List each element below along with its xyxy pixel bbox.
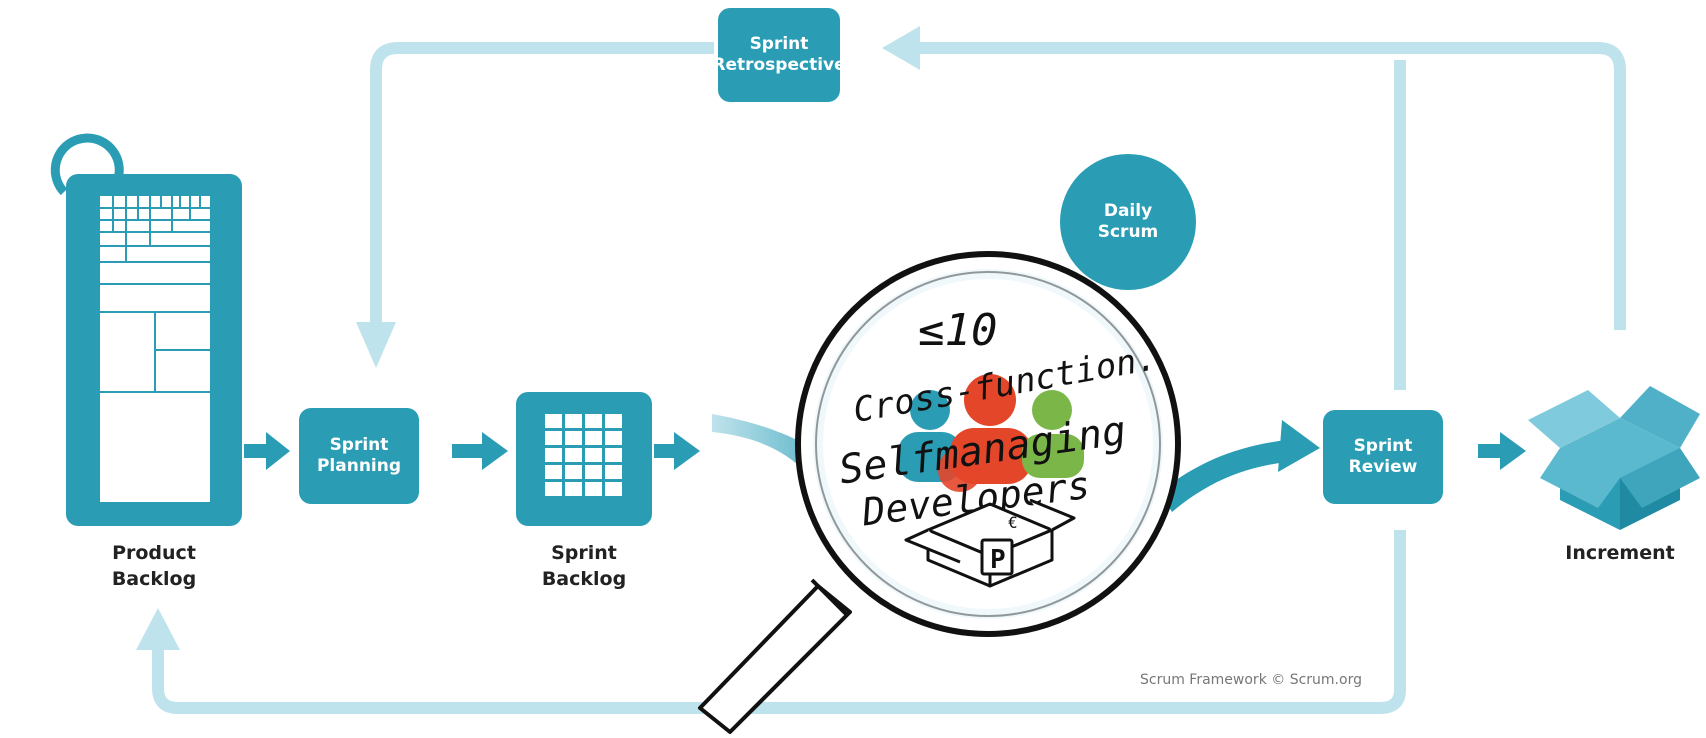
retrospective-line-2: Retrospective bbox=[712, 55, 846, 75]
copyright-credit: Scrum Framework © Scrum.org bbox=[1140, 672, 1362, 688]
increment-label: Increment bbox=[1565, 542, 1675, 564]
sprint-backlog-label: Sprint Backlog bbox=[514, 540, 654, 592]
arrow-review-to-increment bbox=[1478, 432, 1526, 470]
daily-line-1: Daily bbox=[1103, 201, 1153, 221]
lens-team-size: ≤10 bbox=[918, 305, 997, 356]
daily-line-2: Scrum bbox=[1097, 222, 1159, 242]
daily-scrum-circle bbox=[1060, 154, 1196, 290]
product-backlog-line-2: Backlog bbox=[111, 568, 197, 590]
product-backlog-icon bbox=[66, 174, 242, 526]
box-coin: € bbox=[1008, 513, 1018, 532]
sprint-backlog-line-2: Backlog bbox=[541, 568, 627, 590]
box-icon bbox=[904, 498, 1076, 588]
planning-line-2: Planning bbox=[316, 456, 402, 476]
review-line-2: Review bbox=[1348, 457, 1418, 477]
sprint-backlog-icon bbox=[516, 392, 652, 526]
box-letter: P bbox=[990, 545, 1006, 575]
arrow-backlog-to-planning bbox=[244, 432, 290, 470]
planning-arrowhead bbox=[356, 322, 396, 368]
flow-arrows bbox=[244, 432, 1526, 470]
backlog-arrowhead bbox=[136, 608, 180, 650]
product-backlog-line-1: Product bbox=[112, 542, 196, 564]
increment-box-icon bbox=[1528, 386, 1700, 530]
people-icon bbox=[898, 374, 1084, 492]
product-backlog-label: Product Backlog bbox=[84, 540, 224, 592]
sprint-swoosh-arrowhead bbox=[1278, 420, 1320, 472]
retrospective-line-1: Sprint bbox=[749, 34, 809, 54]
planning-line-1: Sprint bbox=[329, 435, 389, 455]
review-loop bbox=[152, 530, 1406, 714]
sprint-swoosh-out bbox=[1160, 440, 1286, 512]
retrospective-arrowhead bbox=[882, 26, 920, 70]
sprint-backlog-line-1: Sprint bbox=[551, 542, 617, 564]
retrospective-loop bbox=[370, 42, 1626, 390]
arrow-planning-to-backlog bbox=[452, 432, 508, 470]
arrow-backlog-to-sprint bbox=[654, 432, 700, 470]
review-line-1: Sprint bbox=[1353, 436, 1413, 456]
